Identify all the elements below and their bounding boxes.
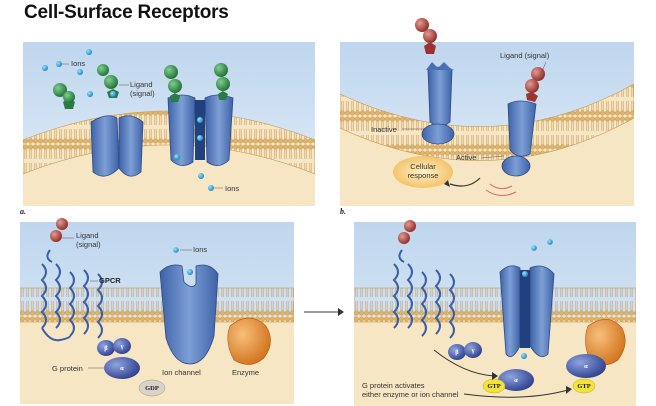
enzyme-label: Enzyme — [232, 368, 259, 377]
ligand-label: Ligand — [76, 231, 99, 240]
svg-text:α: α — [120, 365, 124, 372]
gtp-label-channel: GTP — [487, 383, 500, 390]
ligand-molecules — [50, 218, 68, 242]
cellular-response-label: Cellular — [410, 162, 436, 171]
inactive-receptor — [421, 62, 455, 145]
g-protein-alpha-channel: α GTP — [482, 369, 534, 394]
panel-c-gpcr-inactive: β γ α GDP Ligand (signal) Ions GPCR G pr… — [20, 218, 294, 404]
membrane — [20, 287, 294, 323]
ions — [42, 49, 214, 191]
g-protein: β γ α GDP — [97, 338, 166, 397]
g-protein-label: G protein — [52, 364, 83, 373]
enzyme — [585, 319, 626, 366]
svg-text:a.: a. — [20, 207, 26, 216]
inactive-label: Inactive — [371, 125, 397, 134]
activation-arrow-enzyme — [463, 389, 569, 398]
open-ion-channel — [167, 94, 234, 166]
g-protein-alpha-enzyme: α GTP — [566, 354, 606, 394]
svg-text:b.: b. — [340, 207, 346, 216]
ligand-molecules — [398, 220, 416, 244]
svg-text:β: β — [104, 345, 108, 352]
ligand-molecules — [415, 18, 545, 102]
panel-d-gpcr-active: β γ α GTP α GTP G protein activates eith… — [354, 220, 636, 406]
ligand-molecules — [53, 63, 230, 109]
svg-text:α: α — [584, 363, 588, 370]
ligand-signal-label: Ligand (signal) — [500, 51, 550, 60]
svg-text:γ: γ — [470, 347, 474, 354]
ligand-label: Ligand — [130, 80, 153, 89]
ions-label-bottom: Ions — [225, 184, 239, 193]
gpcr-receptor — [40, 249, 103, 342]
cellular-response-glow — [393, 156, 453, 188]
ligand-signal-label: (signal) — [130, 89, 155, 98]
transition-arrow — [304, 308, 344, 316]
panel-a-ion-channel-receptor: Ions Ligand (signal) Ions — [23, 42, 315, 206]
panel-a-letter: a. — [20, 207, 26, 216]
active-label: Active — [456, 153, 476, 162]
gdp-label: GDP — [145, 385, 159, 392]
open-ion-channel — [499, 265, 555, 359]
g-protein-beta-gamma: β γ — [448, 342, 482, 360]
gtp-label-enzyme: GTP — [577, 383, 590, 390]
activation-caption-2: either enzyme or ion channel — [362, 390, 459, 399]
closed-ion-channel — [90, 115, 144, 177]
panel-b-letter: b. — [340, 207, 346, 216]
activation-caption: G protein activates — [362, 381, 425, 390]
ions-label-top: Ions — [71, 59, 85, 68]
svg-text:α: α — [514, 377, 518, 384]
ions-label: Ions — [193, 245, 207, 254]
membrane — [354, 287, 636, 323]
ion-channel — [159, 264, 219, 365]
enzyme — [227, 317, 271, 365]
gpcr-label: GPCR — [99, 276, 121, 285]
response-arrow — [449, 177, 481, 187]
ion-channel-label: Ion channel — [162, 368, 201, 377]
activation-arrow-channel — [433, 349, 495, 377]
figure-title: Cell-Surface Receptors — [24, 2, 229, 23]
svg-text:β: β — [455, 349, 459, 356]
panel-b-enzymatic-receptor: Ligand (signal) Inactive Active Cellular… — [340, 18, 634, 206]
cellular-response-label-2: response — [408, 171, 439, 180]
ligand-signal-label: (signal) — [76, 240, 101, 249]
svg-text:γ: γ — [119, 343, 123, 350]
active-receptor — [501, 100, 537, 177]
gpcr-receptor — [392, 249, 455, 339]
